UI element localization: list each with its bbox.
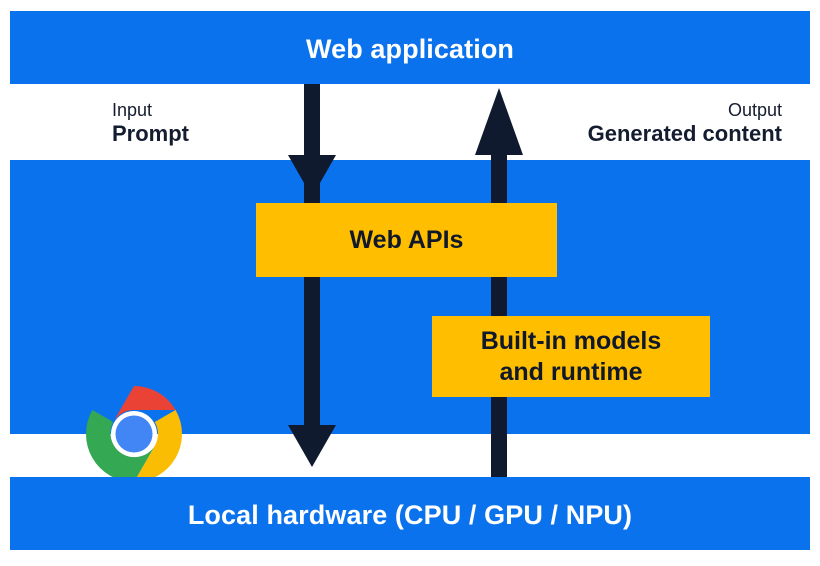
chrome-logo bbox=[85, 386, 183, 482]
band-local-hardware-label: Local hardware (CPU / GPU / NPU) bbox=[187, 500, 633, 530]
band-web-application: Web application bbox=[10, 11, 810, 84]
input-kind-label: Input bbox=[112, 100, 153, 120]
output-value-label: Generated content bbox=[587, 121, 782, 147]
band-web-application-label: Web application bbox=[305, 34, 515, 64]
band-local-hardware: Local hardware (CPU / GPU / NPU) bbox=[10, 477, 810, 550]
box-web-apis-label: Web APIs bbox=[349, 225, 464, 254]
box-built-in-models[interactable]: Built-in models and runtime bbox=[432, 316, 710, 397]
output-kind-label: Output bbox=[727, 100, 782, 120]
input-value-label: Prompt bbox=[112, 121, 189, 147]
box-web-apis[interactable]: Web APIs bbox=[256, 203, 557, 277]
box-built-in-models-label: Built-in models and runtime bbox=[481, 326, 662, 387]
input-label-group: Input Prompt bbox=[112, 100, 189, 147]
box-built-in-models-line2: and runtime bbox=[499, 357, 643, 386]
box-built-in-models-line1: Built-in models bbox=[480, 327, 662, 355]
output-label-group: Output Generated content bbox=[588, 100, 782, 147]
